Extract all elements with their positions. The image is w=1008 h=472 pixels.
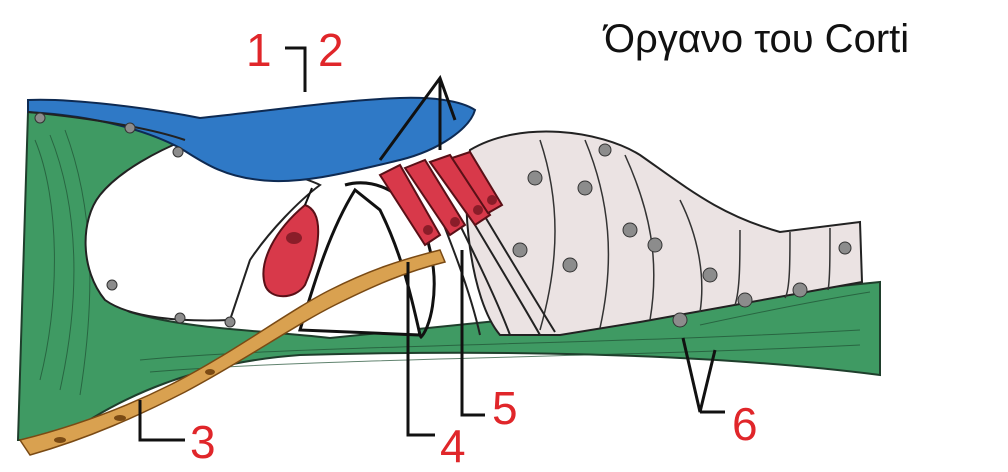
label-2: 2 <box>318 24 344 76</box>
label-3: 3 <box>190 416 216 468</box>
inner-hair-cell-nucleus <box>286 232 302 244</box>
label-5: 5 <box>492 382 518 434</box>
label-6: 6 <box>732 398 758 450</box>
label-1: 1 <box>246 24 272 76</box>
label-4: 4 <box>440 420 466 472</box>
leader-2 <box>285 48 305 92</box>
diagram-title: Όργανο του Corti <box>602 17 909 61</box>
